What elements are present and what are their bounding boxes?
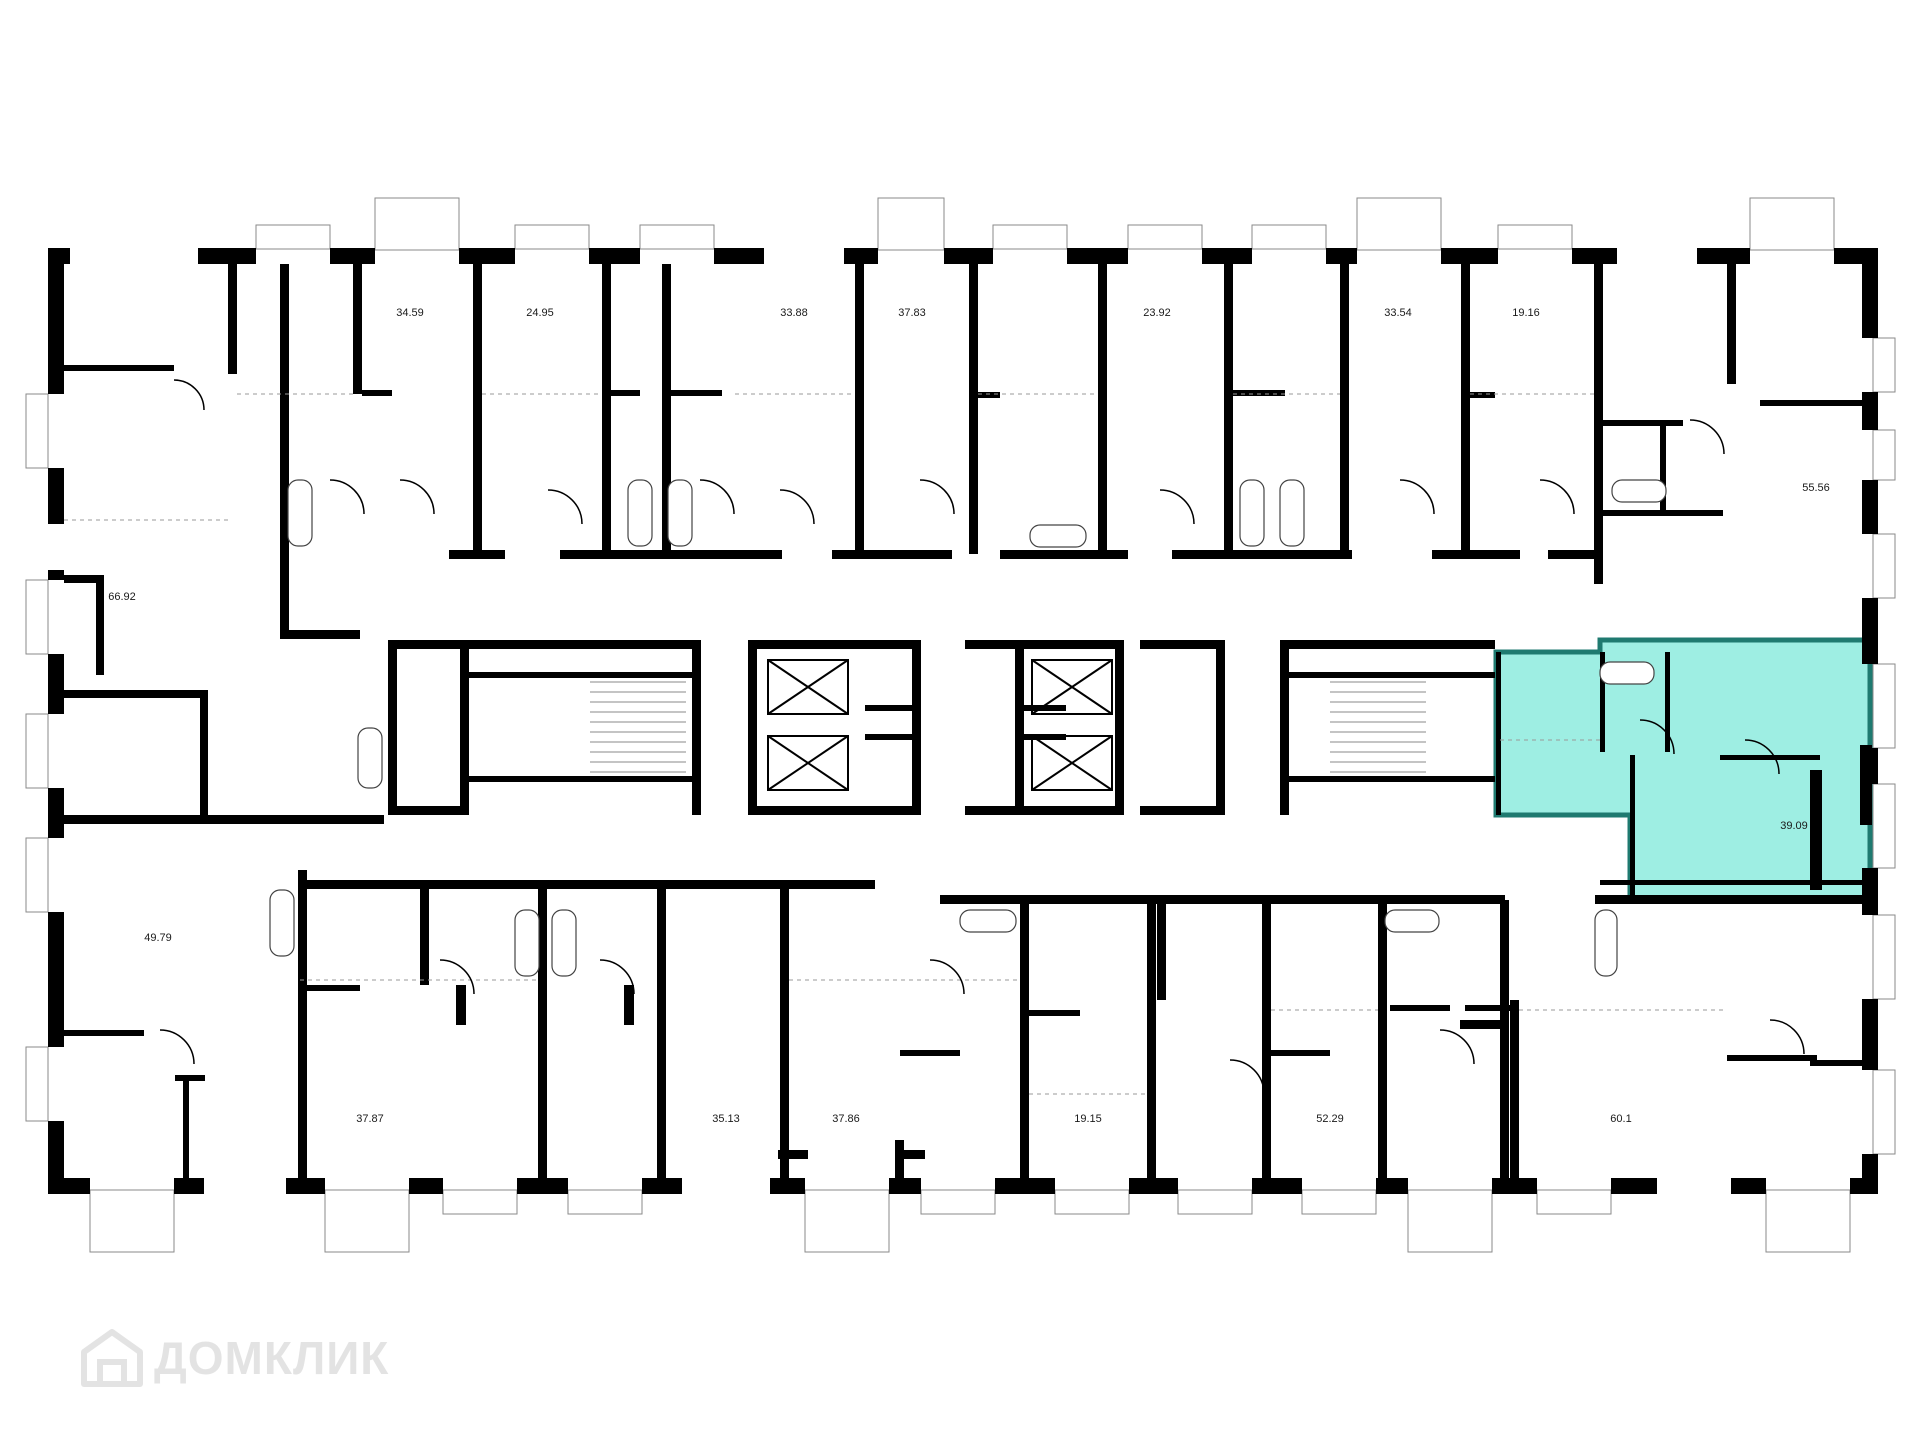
zone-lines	[64, 393, 1727, 1095]
bottom-partitions	[300, 880, 1870, 1180]
top-partitions	[64, 264, 1870, 639]
side-windows	[25, 337, 1896, 1155]
apartment-area-label: 24.95	[526, 307, 554, 319]
apartment-area-label: 37.83	[898, 307, 926, 319]
house-logo-icon	[81, 1329, 143, 1387]
apartment-area-label: 33.88	[780, 307, 808, 319]
bath-fixtures	[269, 479, 1667, 977]
apartment-area-label: 37.86	[832, 1113, 860, 1125]
apartment-area-label: 23.92	[1143, 307, 1171, 319]
bottom-balconies	[89, 1189, 1851, 1253]
highlighted-apartment-walls	[1496, 652, 1872, 898]
apartment-area-label: 66.92	[108, 591, 136, 603]
apartment-area-label: 37.87	[356, 1113, 384, 1125]
exterior-walls	[48, 248, 1878, 1194]
left-partitions	[64, 575, 384, 1180]
apartment-area-label: 34.59	[396, 307, 424, 319]
building-core	[388, 640, 1495, 815]
apartment-area-label-highlighted: 39.09	[1780, 820, 1808, 832]
apartment-area-label: 49.79	[144, 932, 172, 944]
door-swings	[159, 379, 1805, 1095]
apartment-area-label: 19.16	[1512, 307, 1540, 319]
domclick-watermark: ДОМКЛИК	[78, 1328, 389, 1388]
apartment-area-label: 35.13	[712, 1113, 740, 1125]
apartment-area-label: 55.56	[1802, 482, 1830, 494]
area-labels: 34.59 24.95 33.88 37.83 23.92 33.54 19.1…	[108, 307, 1830, 1125]
watermark-text: ДОМКЛИК	[154, 1332, 390, 1384]
apartment-area-label: 19.15	[1074, 1113, 1102, 1125]
apartment-area-label: 33.54	[1384, 307, 1412, 319]
apartment-area-label: 52.29	[1316, 1113, 1344, 1125]
apartment-area-label: 60.1	[1610, 1113, 1631, 1125]
top-balconies	[255, 197, 1835, 251]
